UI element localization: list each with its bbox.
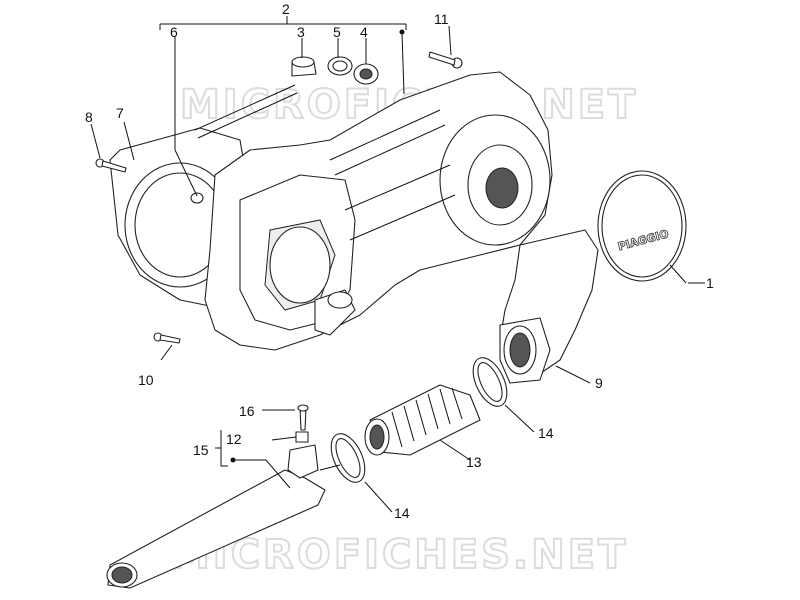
part-9-air-duct xyxy=(499,229,599,384)
part-5-seal-ring xyxy=(327,56,353,76)
callout-15: 15 xyxy=(193,442,209,458)
callout-14-upper: 14 xyxy=(538,425,554,441)
part-1-cover-cap: PIAGGIO xyxy=(597,170,687,282)
callout-6: 6 xyxy=(170,24,178,40)
part-4-bearing xyxy=(353,63,379,85)
crankcase-cover xyxy=(204,71,553,351)
part-10-screw xyxy=(153,332,181,344)
part-11-screw xyxy=(428,51,463,69)
callout-16: 16 xyxy=(239,403,255,419)
part-6-grommet xyxy=(190,192,204,204)
callout-7: 7 xyxy=(116,105,124,121)
part-14-clamp-upper xyxy=(472,357,508,407)
part-8-screw xyxy=(95,158,127,173)
callout-14-lower: 14 xyxy=(394,505,410,521)
callout-4: 4 xyxy=(360,24,368,40)
callout-5: 5 xyxy=(333,24,341,40)
watermark-bottom: MICROFICHES.NET xyxy=(170,532,628,578)
part-3-bushing xyxy=(291,56,317,77)
callout-12: 12 xyxy=(226,431,242,447)
callout-13: 13 xyxy=(466,454,482,470)
part-14-clamp-lower xyxy=(330,433,366,483)
callout-11: 11 xyxy=(434,11,449,27)
callout-8: 8 xyxy=(85,109,93,125)
callout-3: 3 xyxy=(297,24,305,40)
part-13-bellows-hose xyxy=(364,384,481,456)
callout-10: 10 xyxy=(138,372,154,388)
callout-1: 1 xyxy=(706,275,714,291)
callout-2: 2 xyxy=(282,1,290,17)
callout-9: 9 xyxy=(595,375,603,391)
leader-lines xyxy=(90,16,705,513)
part-15-intake-pipe xyxy=(106,404,341,589)
